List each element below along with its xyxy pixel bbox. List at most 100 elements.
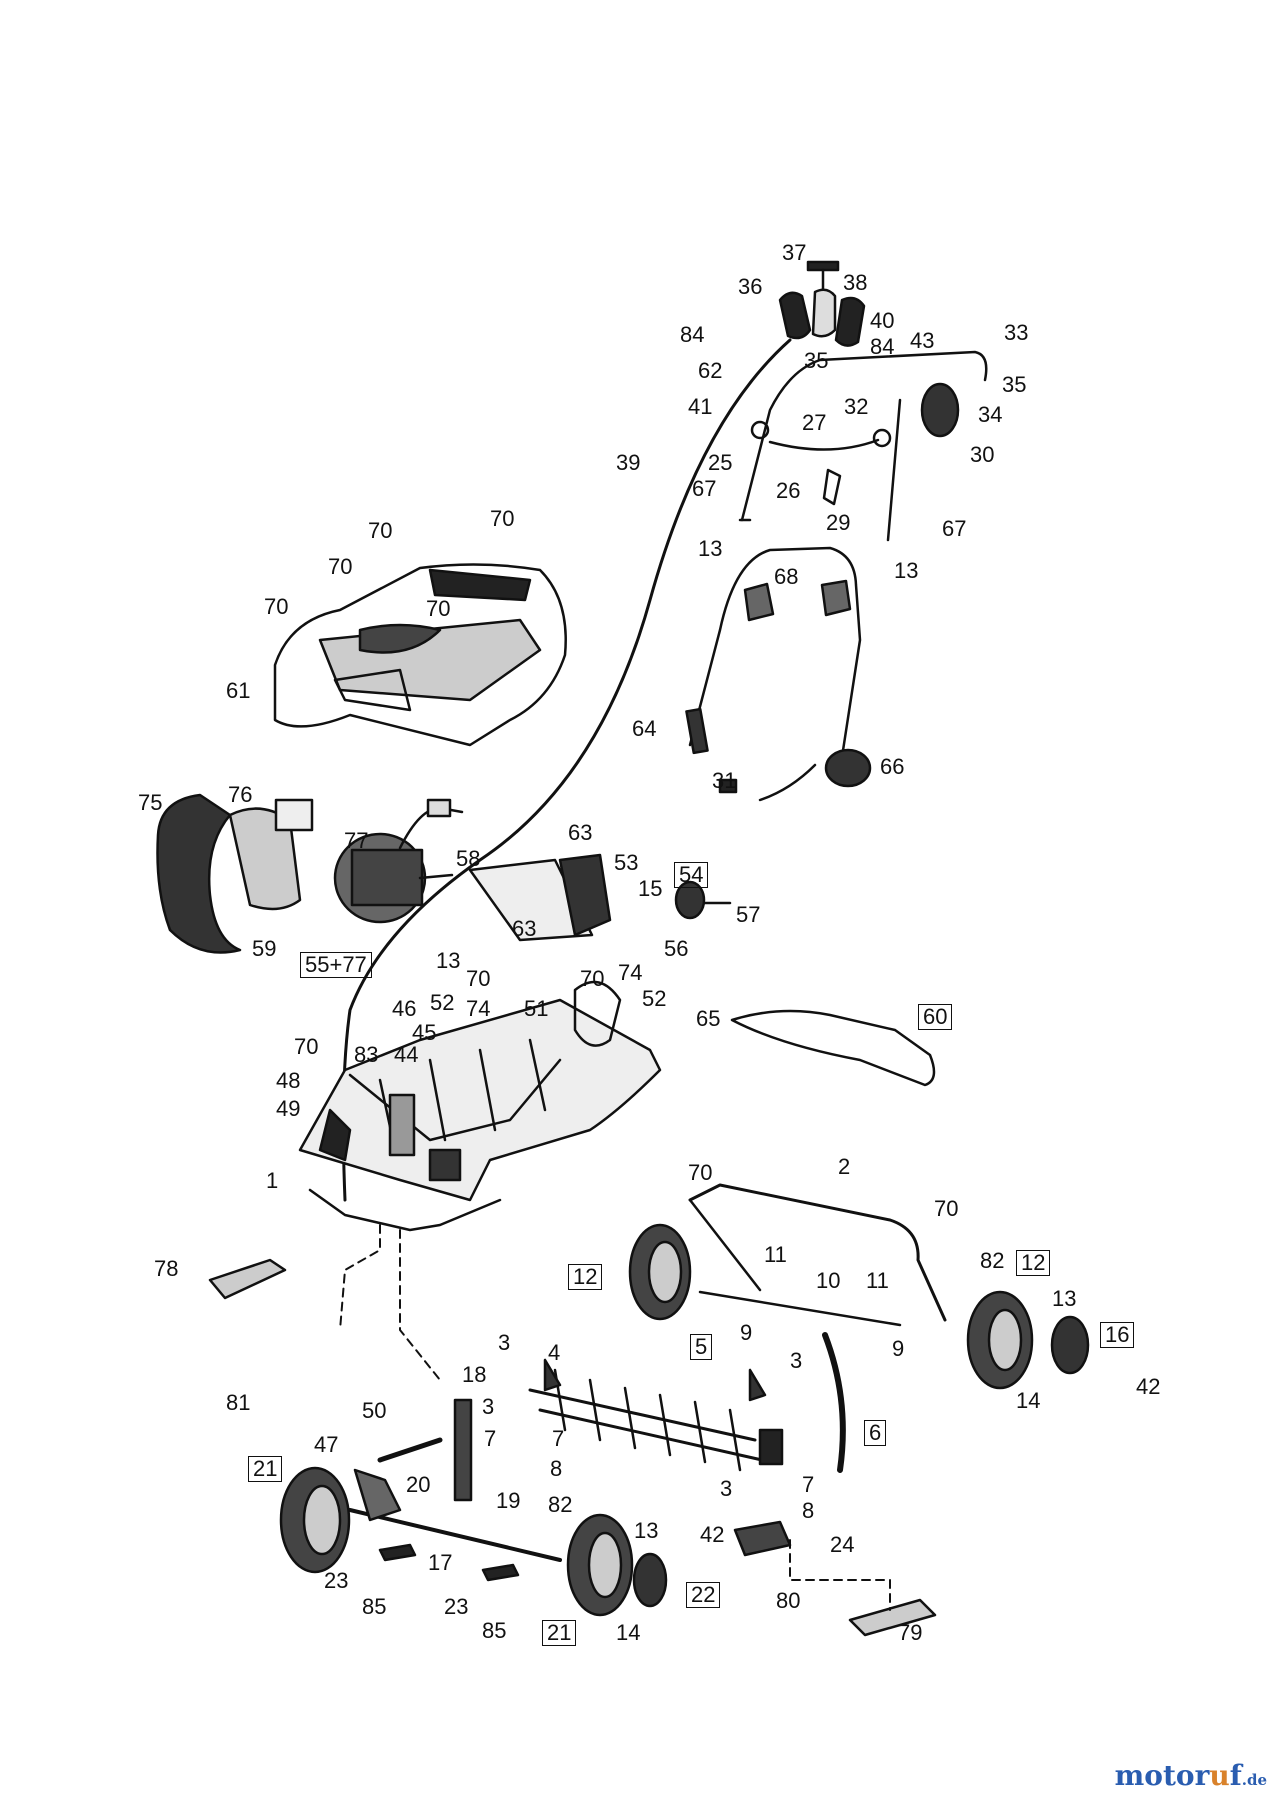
front-axle [279, 1398, 668, 1617]
part-label-51: 51 [524, 996, 549, 1021]
part-label-70: 70 [368, 518, 393, 543]
part-label-20: 20 [406, 1472, 431, 1497]
part-label-5: 5 [690, 1334, 713, 1360]
part-label-54: 54 [674, 862, 709, 888]
part-label-82: 82 [980, 1248, 1005, 1273]
part-label-21: 21 [248, 1456, 283, 1482]
part-label-11: 11 [866, 1268, 889, 1293]
part-label-59: 59 [252, 936, 277, 961]
dashed-connectors [339, 1224, 891, 1611]
part-label-21: 21 [542, 1620, 577, 1646]
part-label-46: 46 [392, 996, 417, 1021]
part-label-63: 63 [568, 820, 593, 845]
part-label-63: 63 [512, 916, 537, 941]
skid-rear [848, 1598, 937, 1637]
part-label-33: 33 [1004, 320, 1029, 345]
watermark-logo: motoruf.de [1114, 1759, 1267, 1792]
part-label-66: 66 [880, 754, 905, 779]
part-label-15: 15 [638, 876, 663, 901]
part-label-56: 56 [664, 936, 689, 961]
part-label-3: 3 [790, 1348, 803, 1373]
part-label-45: 45 [412, 1020, 437, 1045]
part-label-24: 24 [830, 1532, 855, 1557]
part-label-6: 6 [864, 1420, 887, 1446]
part-label-42: 42 [700, 1522, 725, 1547]
part-label-68: 68 [774, 564, 799, 589]
part-label-26: 26 [776, 478, 801, 503]
part-label-55-77: 55+77 [300, 952, 372, 978]
part-label-74: 74 [618, 960, 643, 985]
part-label-32: 32 [844, 394, 869, 419]
part-label-8: 8 [802, 1498, 815, 1523]
motor-housing [156, 793, 314, 954]
part-label-80: 80 [776, 1588, 801, 1613]
switch-box-assembly [778, 260, 866, 347]
part-label-2: 2 [838, 1154, 851, 1179]
part-label-39: 39 [616, 450, 641, 475]
part-label-37: 37 [782, 240, 807, 265]
part-label-57: 57 [736, 902, 761, 927]
cable [341, 338, 792, 1202]
part-label-42: 42 [1136, 1374, 1161, 1399]
part-label-1: 1 [266, 1168, 279, 1193]
part-label-41: 41 [688, 394, 713, 419]
part-label-13: 13 [698, 536, 723, 561]
bracket-24 [733, 1520, 792, 1557]
part-label-70: 70 [264, 594, 289, 619]
part-label-70: 70 [466, 966, 491, 991]
part-label-50: 50 [362, 1398, 387, 1423]
rear-axle-bar [688, 1183, 947, 1322]
part-label-14: 14 [1016, 1388, 1041, 1413]
part-label-12: 12 [568, 1264, 603, 1290]
upper-handle [738, 350, 988, 542]
part-label-3: 3 [720, 1476, 733, 1501]
part-label-49: 49 [276, 1096, 301, 1121]
part-label-10: 10 [816, 1268, 841, 1293]
part-label-38: 38 [843, 270, 868, 295]
part-label-14: 14 [616, 1620, 641, 1645]
part-label-23: 23 [444, 1594, 469, 1619]
part-label-58: 58 [456, 846, 481, 871]
part-label-65: 65 [696, 1006, 721, 1031]
part-label-44: 44 [394, 1042, 419, 1067]
part-label-9: 9 [740, 1320, 753, 1345]
part-label-13: 13 [634, 1518, 659, 1543]
part-label-43: 43 [910, 328, 935, 353]
part-label-3: 3 [498, 1330, 511, 1355]
part-label-62: 62 [698, 358, 723, 383]
part-label-70: 70 [426, 596, 451, 621]
part-label-61: 61 [226, 678, 251, 703]
part-label-34: 34 [978, 402, 1003, 427]
part-label-27: 27 [802, 410, 827, 435]
deck [298, 980, 662, 1232]
part-label-70: 70 [490, 506, 515, 531]
part-label-85: 85 [482, 1618, 507, 1643]
part-label-8: 8 [550, 1456, 563, 1481]
part-label-36: 36 [738, 274, 763, 299]
part-label-31: 31 [712, 768, 737, 793]
gear-bracket [468, 853, 732, 942]
part-label-11: 11 [764, 1242, 787, 1267]
part-label-84: 84 [680, 322, 705, 347]
part-label-74: 74 [466, 996, 491, 1021]
part-label-79: 79 [898, 1620, 923, 1645]
part-label-22: 22 [686, 1582, 721, 1608]
part-label-7: 7 [484, 1426, 497, 1451]
part-label-70: 70 [328, 554, 353, 579]
part-label-35: 35 [804, 348, 829, 373]
part-label-7: 7 [802, 1472, 815, 1497]
part-label-70: 70 [688, 1160, 713, 1185]
part-label-17: 17 [428, 1550, 453, 1575]
part-label-60: 60 [918, 1004, 953, 1030]
part-label-83: 83 [354, 1042, 379, 1067]
rear-guard [730, 1009, 936, 1087]
part-label-48: 48 [276, 1068, 301, 1093]
part-label-52: 52 [642, 986, 667, 1011]
part-label-13: 13 [894, 558, 919, 583]
rear-wheels [628, 1223, 1090, 1390]
part-label-40: 40 [870, 308, 895, 333]
part-label-67: 67 [942, 516, 967, 541]
part-label-3: 3 [482, 1394, 495, 1419]
part-label-82: 82 [548, 1492, 573, 1517]
